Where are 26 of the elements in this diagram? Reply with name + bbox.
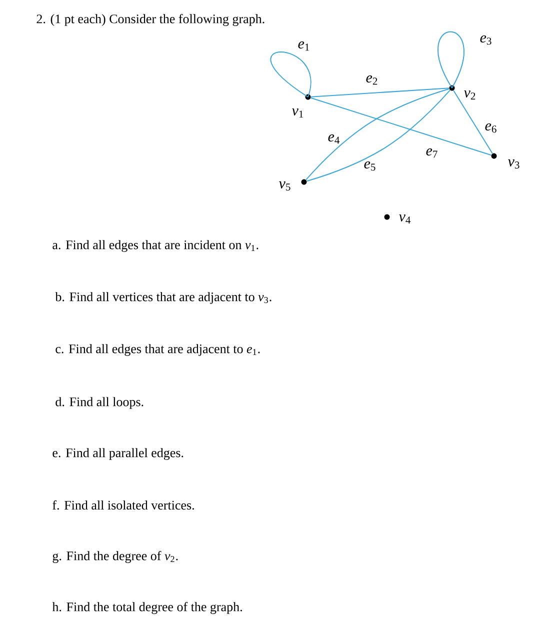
question-item: h. Find the total degree of the graph. bbox=[52, 602, 242, 614]
question-heading: 2. (1 pt each) Consider the following graph. bbox=[36, 14, 264, 26]
graph-edge bbox=[310, 88, 450, 98]
edge-label: e$_{4}$ bbox=[328, 134, 340, 144]
vertex-label: v$_{3}$ bbox=[508, 159, 520, 169]
graph-edge bbox=[310, 97, 492, 156]
edge-label: e$_{3}$ bbox=[480, 35, 492, 45]
question-item: d. Find all loops. bbox=[56, 397, 144, 409]
vertex-label: v$_{4}$ bbox=[399, 214, 411, 224]
question-item: c. Find all edges that are adjacent to e$_{1}$. bbox=[56, 344, 260, 356]
question-item: a. Find all edges that are incident on v$_{1}$. bbox=[52, 240, 258, 252]
edge-label: e$_{6}$ bbox=[485, 123, 496, 133]
vertex-label: v$_{5}$ bbox=[279, 181, 290, 191]
vertex-label: v$_{2}$ bbox=[464, 90, 476, 100]
question-item: f. Find all isolated vertices. bbox=[52, 500, 194, 510]
graph-edge bbox=[270, 52, 312, 98]
edge-label: e$_{5}$ bbox=[364, 161, 376, 171]
vertex-label: v$_{1}$ bbox=[292, 108, 304, 118]
edge-label: e$_{1}$ bbox=[298, 41, 310, 51]
question-item: b. Find all vertices that are adjacent to v$_{3}$. bbox=[55, 292, 272, 304]
edge-label: e$_{7}$ bbox=[426, 148, 438, 158]
question-item: e. Find all parallel edges. bbox=[52, 448, 184, 460]
graph-edge bbox=[438, 31, 464, 88]
edge-label: e$_{2}$ bbox=[366, 75, 378, 85]
question-item: g. Find the degree of v$_{2}$. bbox=[52, 551, 178, 563]
graph-edge bbox=[453, 90, 493, 154]
